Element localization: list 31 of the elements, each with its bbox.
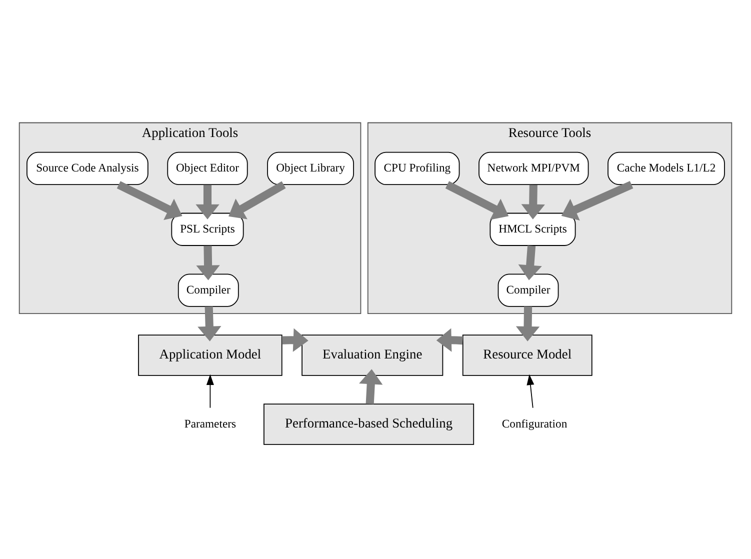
arrow — [206, 374, 214, 408]
node-box: Compiler — [178, 273, 239, 306]
arrow — [359, 368, 383, 404]
arrow — [445, 180, 509, 220]
arrow — [516, 306, 540, 341]
arrow — [198, 306, 222, 341]
node-box: Object Library — [267, 151, 354, 185]
arrow — [526, 374, 534, 408]
arrow — [521, 184, 545, 219]
node-box: Cache Models L1/L2 — [608, 151, 725, 185]
arrow — [228, 180, 286, 219]
node-text: Parameters — [184, 416, 236, 430]
node-box: Evaluation Engine — [302, 334, 444, 376]
arrow — [116, 180, 182, 220]
node-box: Resource Model — [462, 334, 592, 376]
arrow — [436, 328, 463, 352]
arrow — [196, 245, 220, 280]
arrow — [518, 245, 542, 280]
arrow — [282, 328, 308, 352]
arrow — [196, 184, 220, 219]
node-box: Network MPI/PVM — [478, 151, 589, 185]
node-box: PSL Scripts — [171, 212, 244, 246]
node-box: Source Code Analysis — [26, 151, 148, 185]
node-box: Compiler — [498, 273, 559, 306]
node-box: Object Editor — [167, 151, 248, 185]
arrow — [561, 180, 634, 220]
node-box: HMCL Scripts — [490, 212, 576, 246]
node-box: Performance-based Scheduling — [264, 403, 474, 444]
node-box: CPU Profiling — [374, 151, 460, 185]
node-text: Configuration — [502, 416, 568, 430]
node-box: Application Model — [138, 334, 282, 376]
